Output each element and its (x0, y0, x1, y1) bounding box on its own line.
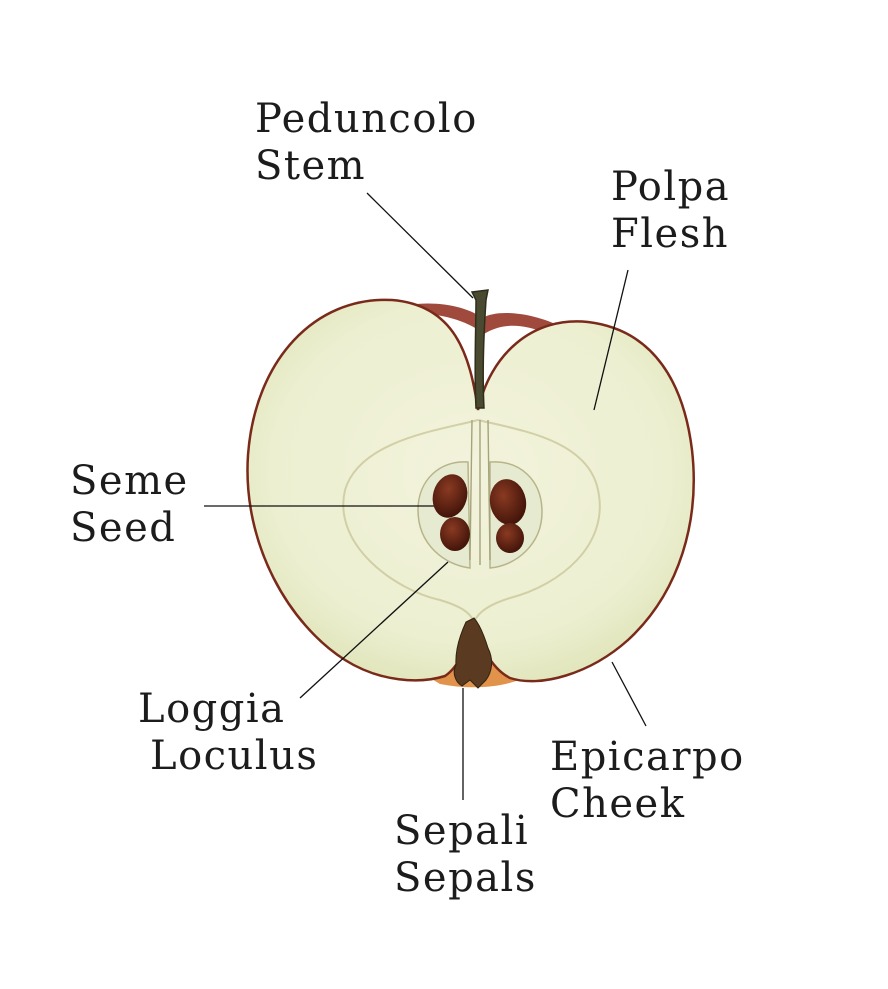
stem (470, 289, 489, 409)
seed-right-upper (489, 479, 527, 525)
seed-right-lower (496, 523, 524, 553)
flesh-leader (593, 269, 629, 411)
seed-left-upper (432, 474, 468, 518)
cheek-label-it: Epicarpo (550, 734, 745, 780)
sepals-label-it: Sepali (394, 808, 530, 854)
sepals-label: Sepali Sepals (394, 808, 537, 902)
cheek-leader (611, 661, 647, 727)
stem-label-it: Peduncolo (255, 96, 478, 142)
stem-label: Peduncolo Stem (255, 96, 478, 190)
sepals (453, 617, 493, 689)
seed-left-lower (440, 517, 470, 551)
cheek-label: Epicarpo Cheek (550, 734, 745, 828)
seed-label-en: Seed (70, 505, 177, 552)
loculus-label-en: Loculus (150, 733, 319, 780)
seed-label-it: Seme (70, 458, 189, 504)
sepals-label-en: Sepals (394, 855, 537, 902)
flesh-label: Polpa Flesh (611, 164, 730, 258)
core-strands (469, 419, 491, 565)
loculus-leader (299, 561, 449, 699)
loculus-label: Loggia Loculus (138, 686, 318, 780)
stem-label-en: Stem (255, 143, 367, 190)
flesh-label-en: Flesh (611, 211, 730, 258)
stem-leader (366, 192, 474, 299)
flesh-label-it: Polpa (611, 164, 731, 210)
cheek-label-en: Cheek (550, 781, 686, 828)
seed-label: Seme Seed (70, 458, 189, 552)
loculus-label-it: Loggia (138, 686, 286, 732)
